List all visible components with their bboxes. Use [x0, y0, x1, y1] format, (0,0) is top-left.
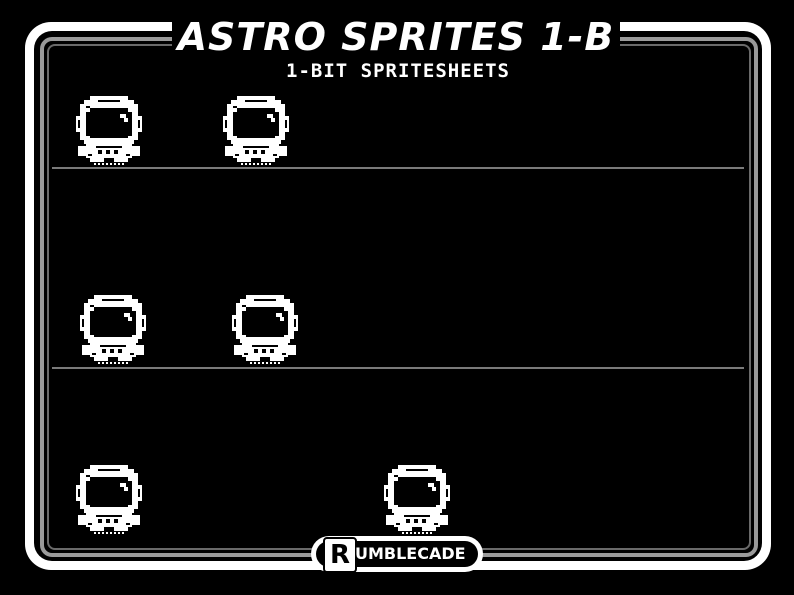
brand-logo-text: UMBLECADE: [355, 544, 466, 563]
astronaut-sprite: [223, 96, 289, 165]
row-divider: [52, 167, 744, 169]
astronaut-sprite: [232, 295, 298, 364]
page-subtitle: 1-BIT SPRITESHEETS: [286, 60, 510, 82]
title-plate: [172, 14, 620, 60]
astronaut-sprite: [76, 96, 142, 165]
astronaut-sprite: [384, 465, 450, 534]
astronaut-sprite: [80, 295, 146, 364]
brand-logo-icon: R: [323, 537, 357, 573]
row-divider: [52, 367, 744, 369]
astronaut-sprite: [76, 465, 142, 534]
page-title: ASTRO SPRITES 1-B: [177, 15, 615, 59]
spritesheet-area: [52, 49, 744, 542]
